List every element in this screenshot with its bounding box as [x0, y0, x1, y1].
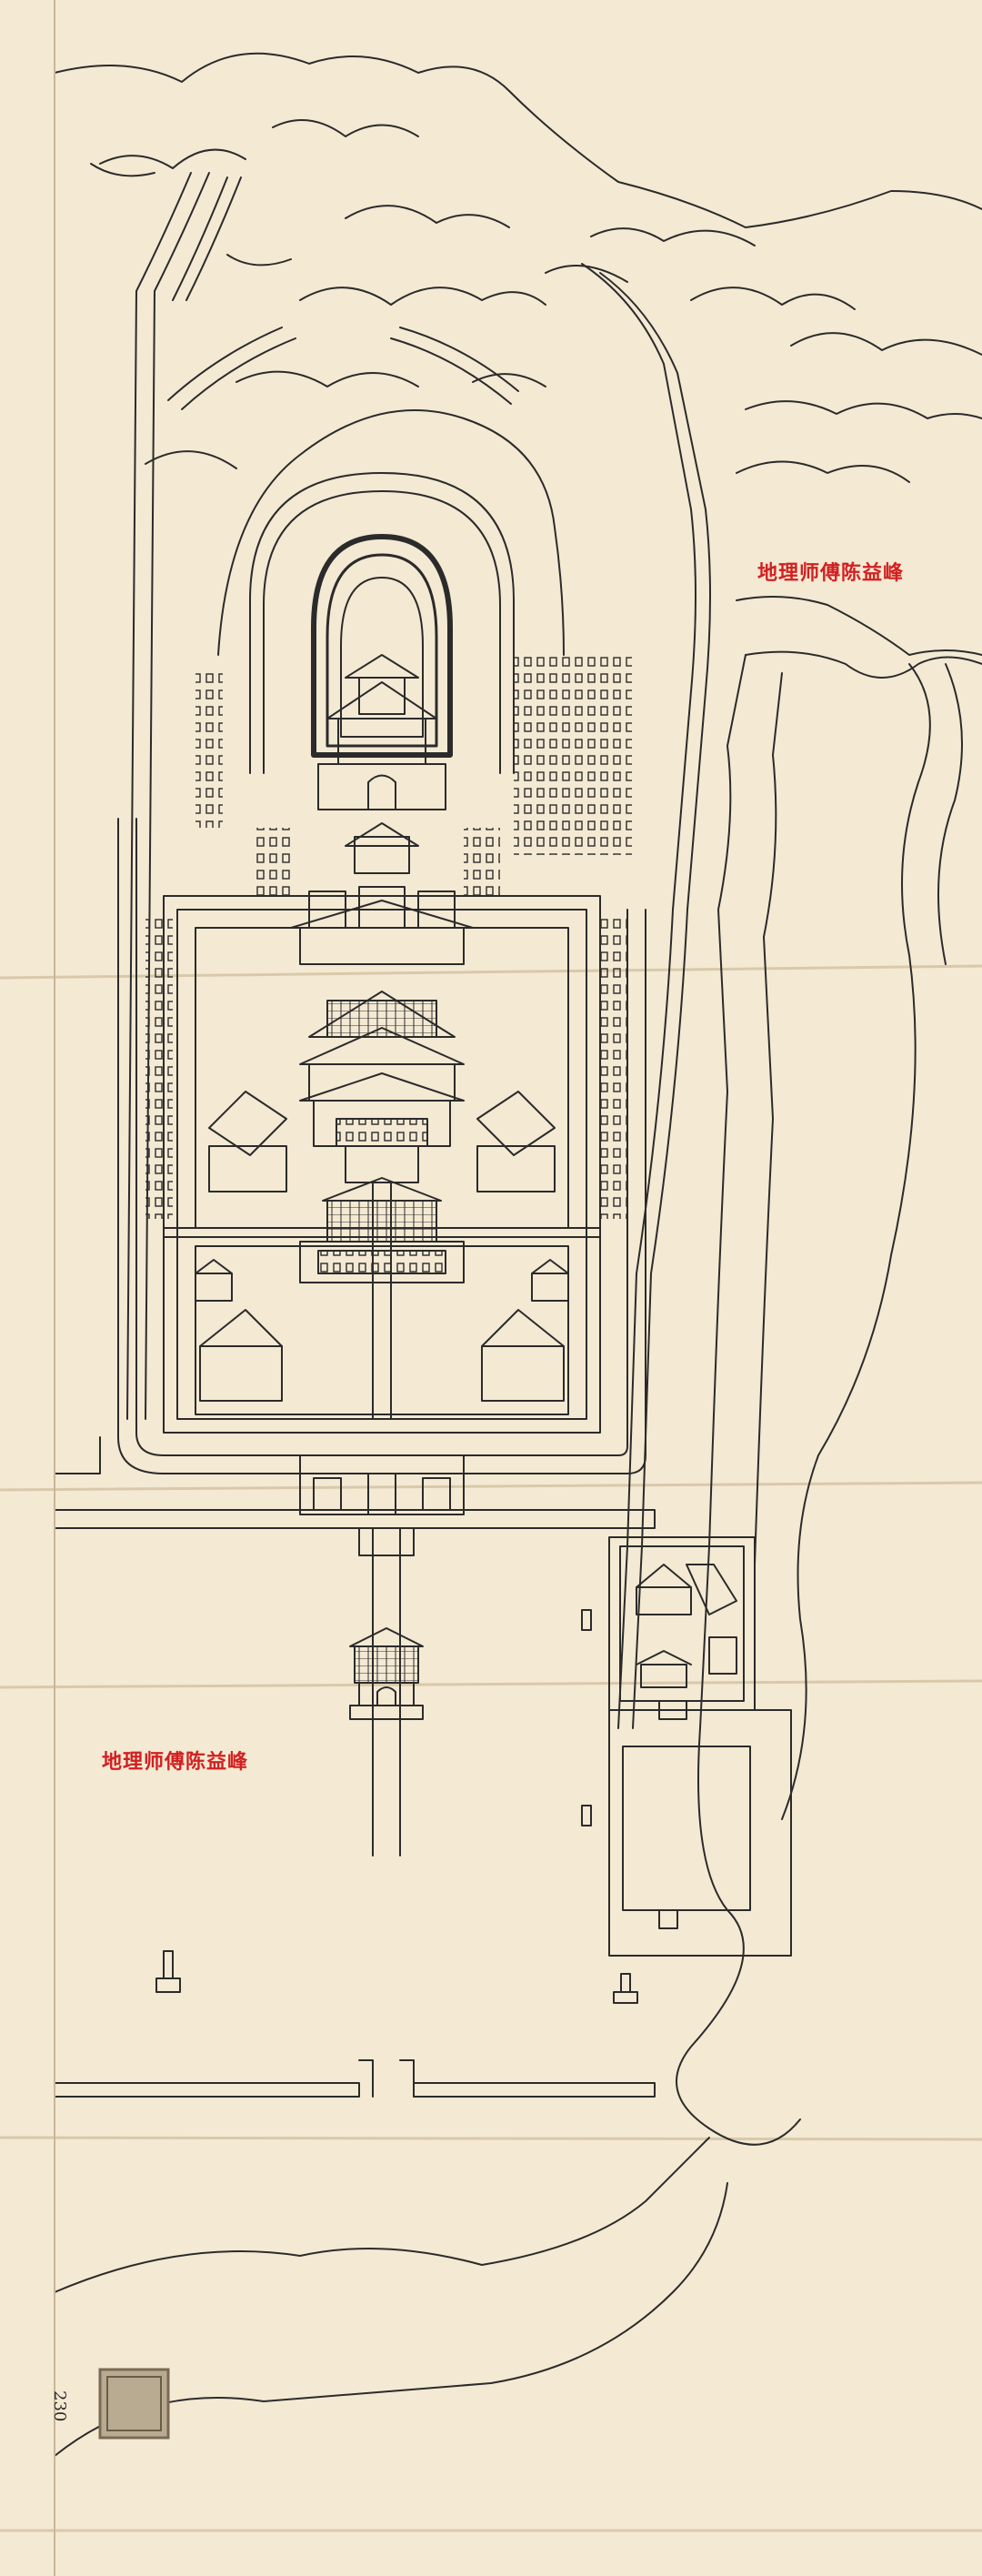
page-number: 230 — [50, 2390, 69, 2422]
mound-contour — [217, 409, 565, 656]
side-halls-lower — [195, 1259, 569, 1402]
front-hall — [299, 1177, 465, 1283]
bottom-wall — [54, 2059, 656, 2098]
inner-courtyard — [163, 895, 601, 1434]
annotation-label: 地理师傅陈益峰 — [102, 1751, 249, 1774]
river — [54, 2137, 728, 2457]
red-seal-stamp — [98, 2368, 170, 2440]
side-halls-upper — [208, 1091, 556, 1192]
stele-right — [613, 1973, 638, 2004]
right-valley-path — [581, 263, 982, 2146]
main-hall — [299, 991, 465, 1420]
gate-pavilions — [290, 886, 474, 965]
mountain-ridges — [54, 52, 982, 483]
triple-gate — [299, 1454, 465, 1515]
stele-left — [155, 1950, 181, 1993]
burial-mound — [249, 472, 515, 774]
paper-folds — [0, 964, 982, 2532]
annotation-label: 地理师傅陈益峰 — [757, 562, 905, 585]
spirit-way — [349, 1527, 424, 1857]
side-compound — [581, 1536, 792, 1957]
left-ridge — [126, 172, 519, 1420]
soul-tower — [317, 654, 446, 874]
